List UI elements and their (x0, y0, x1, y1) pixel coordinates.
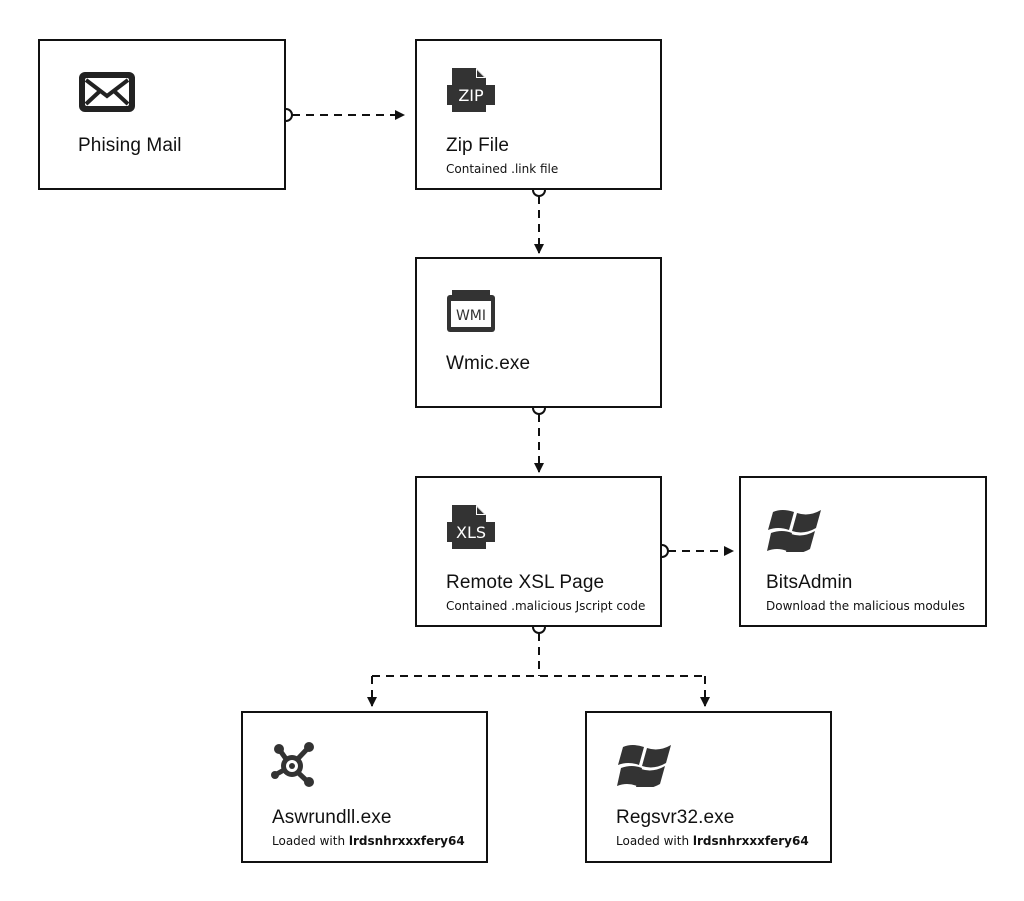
node-subtitle: Loaded with lrdsnhrxxxfery64 (616, 834, 809, 848)
xls-icon-label: XLS (456, 523, 486, 542)
node-regsvr32: Regsvr32.exe Loaded with lrdsnhrxxxfery6… (585, 711, 832, 863)
subtitle-prefix: Loaded with (272, 834, 349, 848)
node-bitsadmin: BitsAdmin Download the malicious modules (739, 476, 987, 627)
node-subtitle: Loaded with lrdsnhrxxxfery64 (272, 834, 465, 848)
node-title: BitsAdmin (766, 572, 853, 593)
envelope-icon (79, 72, 135, 112)
node-remote-xsl-page: XLS Remote XSL Page Contained .malicious… (415, 476, 662, 627)
node-aswrundll: Aswrundll.exe Loaded with lrdsnhrxxxfery… (241, 711, 488, 863)
node-subtitle: Download the malicious modules (766, 599, 965, 613)
xls-file-icon: XLS (447, 505, 495, 549)
node-title: Wmic.exe (446, 353, 531, 374)
edge-xsl-split (372, 633, 705, 677)
wmi-icon: WMI (447, 290, 495, 332)
node-title: Regsvr32.exe (616, 807, 735, 828)
node-phising-mail: Phising Mail (38, 39, 286, 190)
node-subtitle: Contained .malicious Jscript code (446, 599, 646, 613)
node-title: Remote XSL Page (446, 572, 605, 593)
zip-file-icon: ZIP (447, 68, 495, 112)
node-title: Aswrundll.exe (272, 807, 392, 828)
windows-logo-icon (617, 745, 671, 787)
node-title: Phising Mail (78, 135, 182, 156)
subtitle-prefix: Loaded with (616, 834, 693, 848)
subtitle-bold: lrdsnhrxxxfery64 (348, 834, 465, 848)
node-zip-file: ZIP Zip File Contained .link file (415, 39, 662, 190)
windows-logo-icon (767, 510, 821, 552)
node-title: Zip File (446, 135, 510, 156)
node-subtitle: Contained .link file (446, 162, 559, 176)
zip-icon-label: ZIP (458, 86, 484, 105)
avast-logo-icon (271, 742, 314, 787)
wmi-icon-label: WMI (456, 308, 486, 324)
subtitle-bold: lrdsnhrxxxfery64 (692, 834, 809, 848)
node-wmic: WMI Wmic.exe (415, 257, 662, 408)
